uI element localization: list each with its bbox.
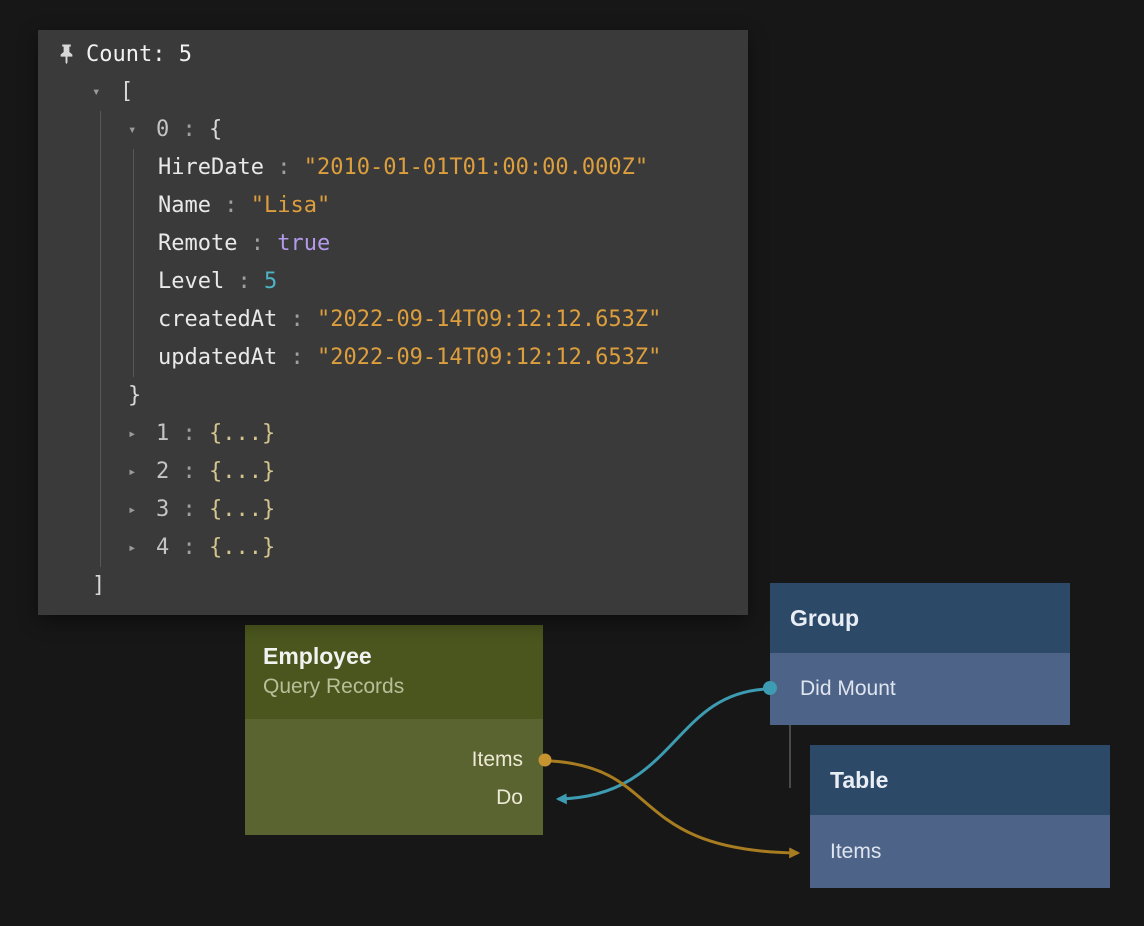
json-tree: ▾[ ▾0 : { HireDate : "2010-01-01T01:00:0… (38, 73, 748, 605)
tree-row-object-close: } (128, 377, 748, 415)
debug-inspector-panel: Count: 5 ▾[ ▾0 : { HireDate : "2010-01-0… (38, 30, 748, 615)
group-table-hierarchy-line (789, 725, 791, 788)
node-title: Employee (263, 643, 525, 670)
node-group-header[interactable]: Group (770, 583, 1070, 653)
tree-row-collapsed-4[interactable]: ▸4 : {...} (128, 529, 748, 567)
field-value: 5 (264, 269, 277, 294)
array-children: ▾0 : { HireDate : "2010-01-01T01:00:00.0… (100, 111, 748, 567)
field-value: "Lisa" (251, 193, 330, 218)
item-index: 1 (156, 421, 169, 446)
close-bracket: ] (92, 573, 105, 598)
output-port-items[interactable]: Items (245, 741, 543, 779)
node-subtitle: Query Records (263, 675, 525, 699)
output-port-label: Do (496, 786, 523, 809)
output-port-label: Items (472, 748, 523, 771)
port-label: Items (830, 840, 881, 864)
caret-down-icon[interactable]: ▾ (128, 111, 156, 149)
node-title: Table (830, 767, 888, 794)
item-index: 4 (156, 535, 169, 560)
object-preview: {...} (209, 421, 275, 446)
pin-icon[interactable] (58, 43, 75, 65)
tree-row-collapsed-2[interactable]: ▸2 : {...} (128, 453, 748, 491)
tree-row-field[interactable]: HireDate : "2010-01-01T01:00:00.000Z" (158, 149, 748, 187)
node-group[interactable]: Group Did Mount (770, 583, 1070, 725)
item-index: 0 (156, 117, 169, 142)
tree-row-array-open[interactable]: ▾[ (92, 73, 748, 111)
node-table[interactable]: Table Items (810, 745, 1110, 888)
field-key: Level (158, 269, 224, 294)
node-table-header[interactable]: Table (810, 745, 1110, 815)
item-index: 3 (156, 497, 169, 522)
field-key: Remote (158, 231, 237, 256)
tree-row-field[interactable]: updatedAt : "2022-09-14T09:12:12.653Z" (158, 339, 748, 377)
inspector-header: Count: 5 (38, 40, 748, 68)
field-value: "2010-01-01T01:00:00.000Z" (304, 155, 648, 180)
tree-row-field[interactable]: createdAt : "2022-09-14T09:12:12.653Z" (158, 301, 748, 339)
node-employee-header[interactable]: Employee Query Records (245, 625, 543, 719)
wire-items-to-items[interactable] (551, 761, 798, 853)
caret-right-icon[interactable]: ▸ (128, 453, 156, 491)
caret-right-icon[interactable]: ▸ (128, 491, 156, 529)
tree-row-field[interactable]: Name : "Lisa" (158, 187, 748, 225)
tree-row-collapsed-3[interactable]: ▸3 : {...} (128, 491, 748, 529)
close-brace: } (128, 383, 141, 408)
port-items[interactable]: Items (810, 815, 1110, 888)
caret-right-icon[interactable]: ▸ (128, 529, 156, 567)
caret-right-icon[interactable]: ▸ (128, 415, 156, 453)
port-did-mount[interactable]: Did Mount (770, 653, 1070, 725)
field-key: Name (158, 193, 211, 218)
tree-row-collapsed-1[interactable]: ▸1 : {...} (128, 415, 748, 453)
node-title: Group (790, 605, 859, 632)
field-key: updatedAt (158, 345, 277, 370)
node-employee[interactable]: Employee Query Records Items Do (245, 625, 543, 835)
item-index: 2 (156, 459, 169, 484)
object-preview: {...} (209, 535, 275, 560)
field-key: createdAt (158, 307, 277, 332)
wire-didmount-to-do[interactable] (558, 689, 766, 799)
output-port-do[interactable]: Do (245, 779, 543, 817)
port-label: Did Mount (800, 677, 896, 701)
tree-row-field[interactable]: Level : 5 (158, 263, 748, 301)
object-preview: {...} (209, 459, 275, 484)
port-dot-did-mount[interactable] (763, 681, 777, 695)
caret-down-icon[interactable]: ▾ (92, 73, 120, 111)
object-preview: {...} (209, 497, 275, 522)
field-value: "2022-09-14T09:12:12.653Z" (317, 345, 661, 370)
tree-row-field[interactable]: Remote : true (158, 225, 748, 263)
node-employee-body: Items Do (245, 719, 543, 835)
inspector-title: Count: 5 (86, 42, 192, 67)
field-key: HireDate (158, 155, 264, 180)
object-0-fields: HireDate : "2010-01-01T01:00:00.000Z" Na… (133, 149, 748, 377)
port-dot-items-output[interactable] (539, 754, 552, 767)
tree-row-object-0[interactable]: ▾0 : { (128, 111, 748, 149)
tree-row-array-close: ] (92, 567, 748, 605)
field-value: "2022-09-14T09:12:12.653Z" (317, 307, 661, 332)
field-value: true (277, 231, 330, 256)
open-bracket: [ (120, 79, 133, 104)
open-brace: { (209, 117, 222, 142)
